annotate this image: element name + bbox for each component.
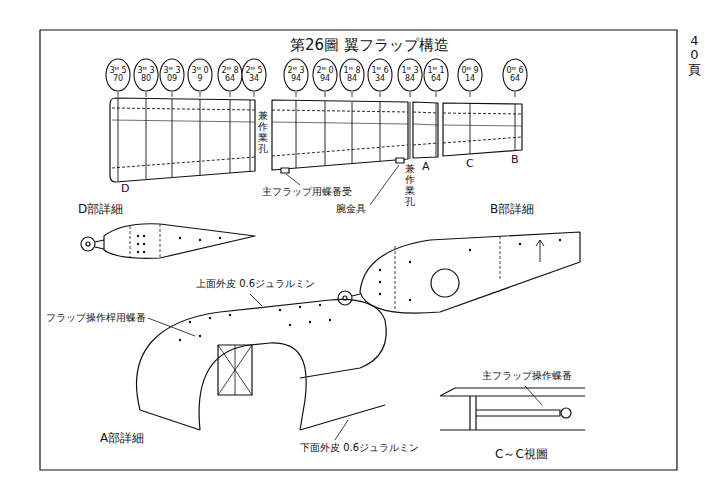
part-label: D <box>121 183 129 196</box>
b-detail-section <box>338 232 580 313</box>
d-detail-section <box>81 224 255 259</box>
station-callout: 2ᴹ 394 <box>283 58 309 92</box>
station-callout: 1ᴹ 164 <box>423 58 449 92</box>
station-callout: 3ᴹ 380 <box>133 58 159 92</box>
station-number: 2ᴹ 094 <box>315 67 335 84</box>
station-number: 1ᴹ 634 <box>370 67 390 84</box>
station-callout: 1ᴹ 384 <box>397 58 423 92</box>
station-callout: 1ᴹ 884 <box>339 58 365 92</box>
part-label: B部詳細 <box>490 203 534 217</box>
station-number: 0ᴹ 664 <box>505 67 525 84</box>
station-callout: 3ᴹ 309 <box>159 58 185 92</box>
station-number: 1ᴹ 164 <box>426 67 446 84</box>
flap-plan-view <box>110 92 522 205</box>
part-label: A <box>422 161 430 174</box>
station-number: 3ᴹ 309 <box>162 67 182 84</box>
part-label: 主フラップ操作蝶番 <box>482 370 572 382</box>
station-number: 2ᴹ 864 <box>220 67 240 84</box>
part-label: C～C視圖 <box>495 448 548 462</box>
station-number: 3ᴹ 380 <box>136 67 156 84</box>
part-label: B <box>511 154 519 167</box>
station-number: 3ᴹ 570 <box>108 67 128 84</box>
station-callout: 3ᴹ 09 <box>187 58 213 92</box>
station-number: 2ᴹ 534 <box>244 67 264 84</box>
station-callout: 2ᴹ 534 <box>241 58 267 92</box>
station-callout: 2ᴹ 864 <box>217 58 243 92</box>
a-detail-perspective <box>137 294 387 440</box>
station-number: 3ᴹ 09 <box>190 67 210 84</box>
part-label: 主フラップ用蝶番受 <box>262 186 352 198</box>
station-callout: 0ᴹ 664 <box>502 58 528 92</box>
c-c-view <box>440 386 585 430</box>
figure-title: 第26圖 翼フラップ構造 <box>290 37 449 54</box>
vertical-note: 兼作業孔 <box>258 110 268 154</box>
station-callout: 3ᴹ 570 <box>105 58 131 92</box>
station-number: 2ᴹ 394 <box>286 67 306 84</box>
station-callout: 1ᴹ 634 <box>367 58 393 92</box>
part-label: C <box>466 158 474 171</box>
vertical-note: 40頁 <box>688 34 701 77</box>
part-label: 上面外皮 0.6ジュラルミン <box>196 278 315 290</box>
part-label: 下面外皮 0.6ジュラルミン <box>300 442 419 454</box>
station-number: 1ᴹ 884 <box>342 67 362 84</box>
station-callout: 2ᴹ 094 <box>312 58 338 92</box>
part-label: D部詳細 <box>78 203 123 217</box>
part-label: 腕金具 <box>336 203 366 215</box>
frame-border <box>40 30 677 470</box>
part-label: A部詳細 <box>100 432 144 446</box>
part-label: フラップ操作桿用蝶番 <box>46 312 146 324</box>
station-number: 1ᴹ 384 <box>400 67 420 84</box>
station-callout: 0ᴹ 914 <box>457 58 483 92</box>
station-number: 0ᴹ 914 <box>460 67 480 84</box>
vertical-note: 兼作業孔 <box>405 163 415 207</box>
